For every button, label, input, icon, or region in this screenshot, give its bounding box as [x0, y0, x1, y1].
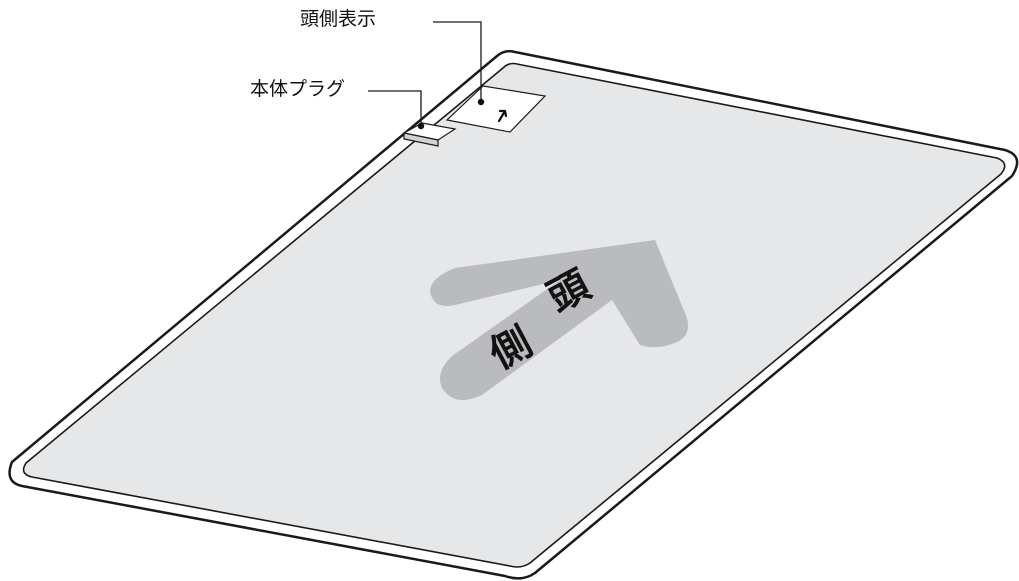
leader-dot-head-indicator — [477, 98, 485, 106]
head-side-indicator-box — [445, 85, 547, 133]
head-direction-arrow — [430, 240, 688, 401]
leader-dot-body-plug — [417, 122, 425, 130]
body-plug-label: 本体プラグ — [250, 78, 346, 100]
head-side-indicator-label: 頭側表示 — [300, 8, 377, 30]
leader-line-body-plug — [368, 90, 422, 126]
leader-line-head-indicator — [433, 21, 482, 102]
body-plug-side — [403, 132, 439, 147]
up-arrow-icon — [497, 109, 508, 123]
